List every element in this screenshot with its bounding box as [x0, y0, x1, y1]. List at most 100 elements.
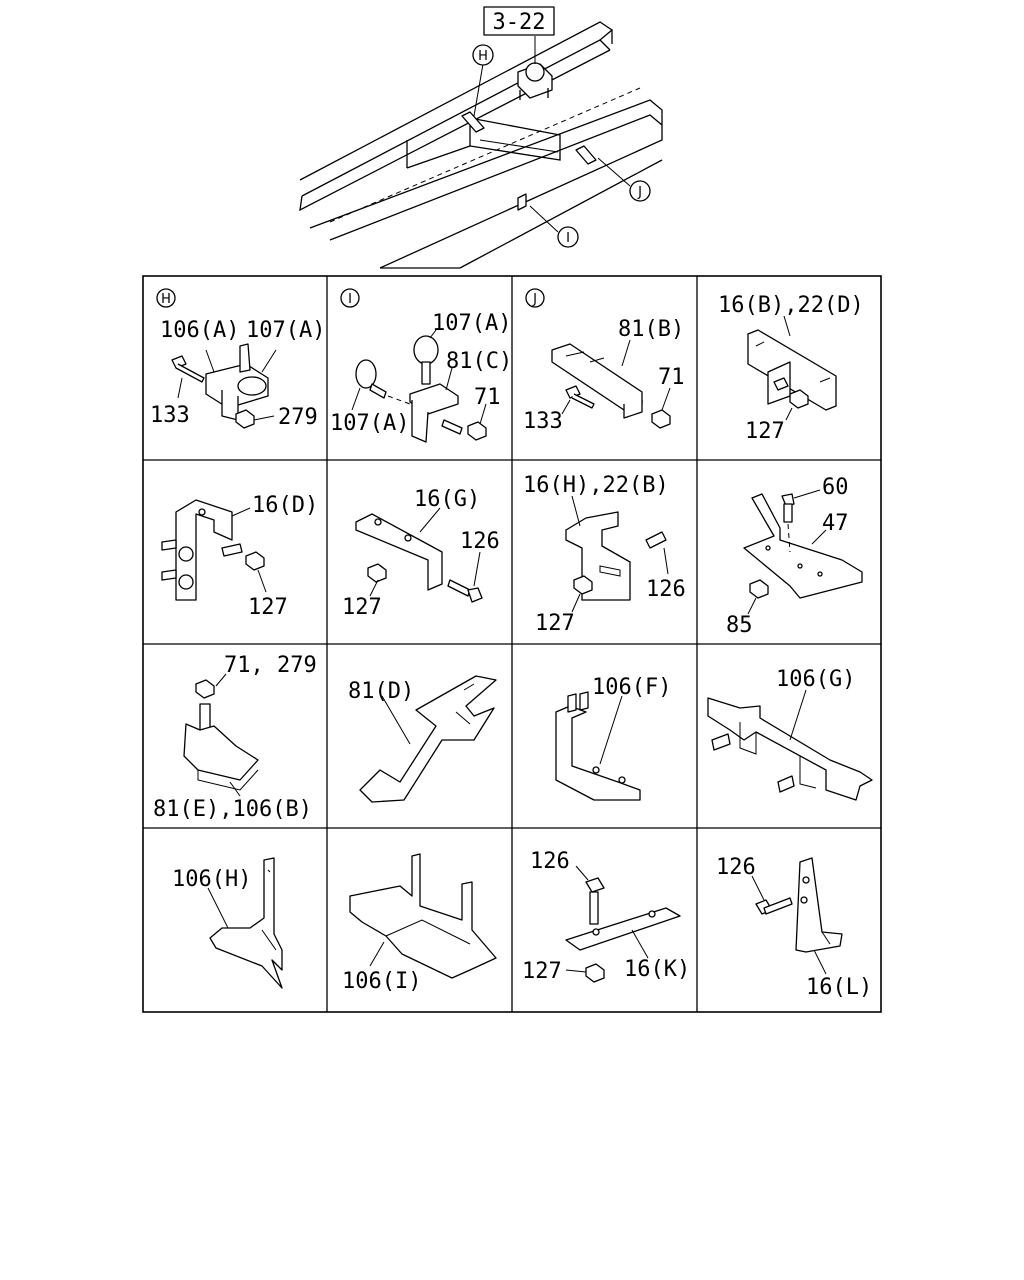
label-81d: 81(D): [348, 679, 414, 704]
cell-j-marker: J: [532, 292, 537, 307]
cell-16g: 16(G) 126 127: [342, 487, 500, 620]
marker-h-letter: H: [478, 49, 488, 64]
nut-127-d: [245, 551, 265, 571]
stud-106f-left: [567, 693, 577, 713]
bolt-shank-60: [783, 503, 793, 523]
bracket-mark-j: [575, 145, 597, 165]
cell-i-marker-circle: [340, 288, 360, 308]
label-16k: 16(K): [624, 957, 690, 982]
label-127-b: 127: [745, 419, 785, 444]
marker-i-circle: [557, 226, 579, 248]
cell-16l: 126 16(L): [716, 855, 872, 1000]
bolt-16b: [773, 377, 789, 391]
nut-127-k: [585, 963, 605, 983]
bolt-head-126-k: [585, 877, 605, 893]
bracket-106h: [209, 857, 283, 989]
cell-16h-22b: 16(H),22(B) 126 127: [523, 473, 686, 636]
bracket-81d: [359, 675, 497, 803]
bolt-106g-left: [711, 733, 731, 751]
bracket-mark-i: [517, 193, 527, 211]
stud-106f-right: [579, 691, 589, 711]
bracket-81b: [551, 343, 643, 419]
cell-106f: 106(F): [555, 675, 671, 801]
nut-127-b: [789, 389, 809, 409]
label-126-h: 126: [646, 577, 686, 602]
bracket-106i: [349, 853, 497, 979]
cell-i-marker: I: [348, 292, 352, 307]
bolt-106g-right: [777, 775, 795, 793]
bracket-106g: [707, 697, 873, 801]
cell-106g: 106(G): [707, 667, 873, 801]
bolt-shank-126-l: [763, 897, 793, 915]
label-60: 60: [822, 475, 849, 500]
label-16g: 16(G): [414, 487, 480, 512]
label-16h-22b: 16(H),22(B): [523, 473, 669, 498]
label-106i: 106(I): [342, 969, 421, 994]
cell-16k: 126 127 16(K): [522, 849, 690, 984]
cell-60-47-85: 60 47 85: [726, 475, 863, 638]
clamp-107a-lower: [355, 359, 387, 399]
bracket-16b: [747, 329, 837, 411]
cell-106h: 106(H): [172, 857, 283, 989]
label-106h: 106(H): [172, 867, 251, 892]
bolt-shank-126-k: [589, 891, 599, 925]
nut-85: [749, 579, 769, 599]
nut-71-j: [651, 409, 671, 429]
ref-box-label: 3-22: [493, 10, 546, 35]
cell-16b-22d: 16(B),22(D) 127: [718, 293, 864, 444]
label-107a: 107(A): [246, 318, 325, 343]
cell-h: H 106(A) 107(A) 133 279: [150, 288, 325, 430]
label-16d: 16(D): [252, 493, 318, 518]
bracket-47: [743, 493, 863, 599]
label-71-j: 71: [658, 365, 685, 390]
label-81b: 81(B): [618, 317, 684, 342]
label-106a: 106(A): [160, 318, 239, 343]
frame-overview: 3-22 H J I: [299, 6, 663, 269]
label-47: 47: [822, 511, 849, 536]
label-71-279: 71, 279: [224, 653, 317, 678]
bolt-133-j: [565, 385, 595, 409]
bolt-133: [171, 355, 205, 383]
label-85: 85: [726, 613, 753, 638]
label-106g: 106(G): [776, 667, 855, 692]
marker-j-letter: J: [637, 185, 642, 200]
label-81c: 81(C): [446, 349, 512, 374]
stud-16d-lower: [161, 569, 177, 581]
cell-81d: 81(D): [348, 675, 497, 803]
label-107a-top: 107(A): [432, 311, 511, 336]
label-127-h: 127: [535, 611, 575, 636]
bracket-16g: [355, 513, 443, 591]
label-126-l: 126: [716, 855, 756, 880]
cell-j-marker-circle: [525, 288, 545, 308]
label-279: 279: [278, 405, 318, 430]
cell-16d: 16(D) 127: [161, 493, 318, 620]
label-106f: 106(F): [592, 675, 671, 700]
nut-279: [235, 409, 255, 429]
marker-j-circle: [629, 180, 651, 202]
bracket-16d: [175, 499, 233, 601]
bracket-16l: [795, 857, 843, 953]
marker-i-letter: I: [566, 231, 570, 246]
stud-81e: [199, 703, 211, 731]
label-71: 71: [474, 385, 501, 410]
bolt-head-126-g: [467, 587, 483, 603]
bolt-16d: [221, 543, 243, 557]
bracket-mark-h: [461, 111, 485, 133]
bracket-106f: [555, 705, 641, 801]
stud-16d-upper: [161, 539, 177, 551]
bolt-126-g: [447, 579, 471, 597]
cell-106i: 106(I): [342, 853, 497, 994]
label-127-d: 127: [248, 595, 288, 620]
cell-h-marker-circle: [156, 288, 176, 308]
label-16l: 16(L): [806, 975, 872, 1000]
label-126-k: 126: [530, 849, 570, 874]
nut-71-279: [195, 679, 215, 699]
nut-127-h: [573, 575, 593, 595]
cell-j: J 81(B) 71 133: [523, 288, 685, 434]
label-126-g: 126: [460, 529, 500, 554]
label-127-k: 127: [522, 959, 562, 984]
marker-h-circle: [472, 44, 494, 66]
label-127-g: 127: [342, 595, 382, 620]
cell-81e-106b: 71, 279 81(E),106(B): [153, 653, 317, 822]
